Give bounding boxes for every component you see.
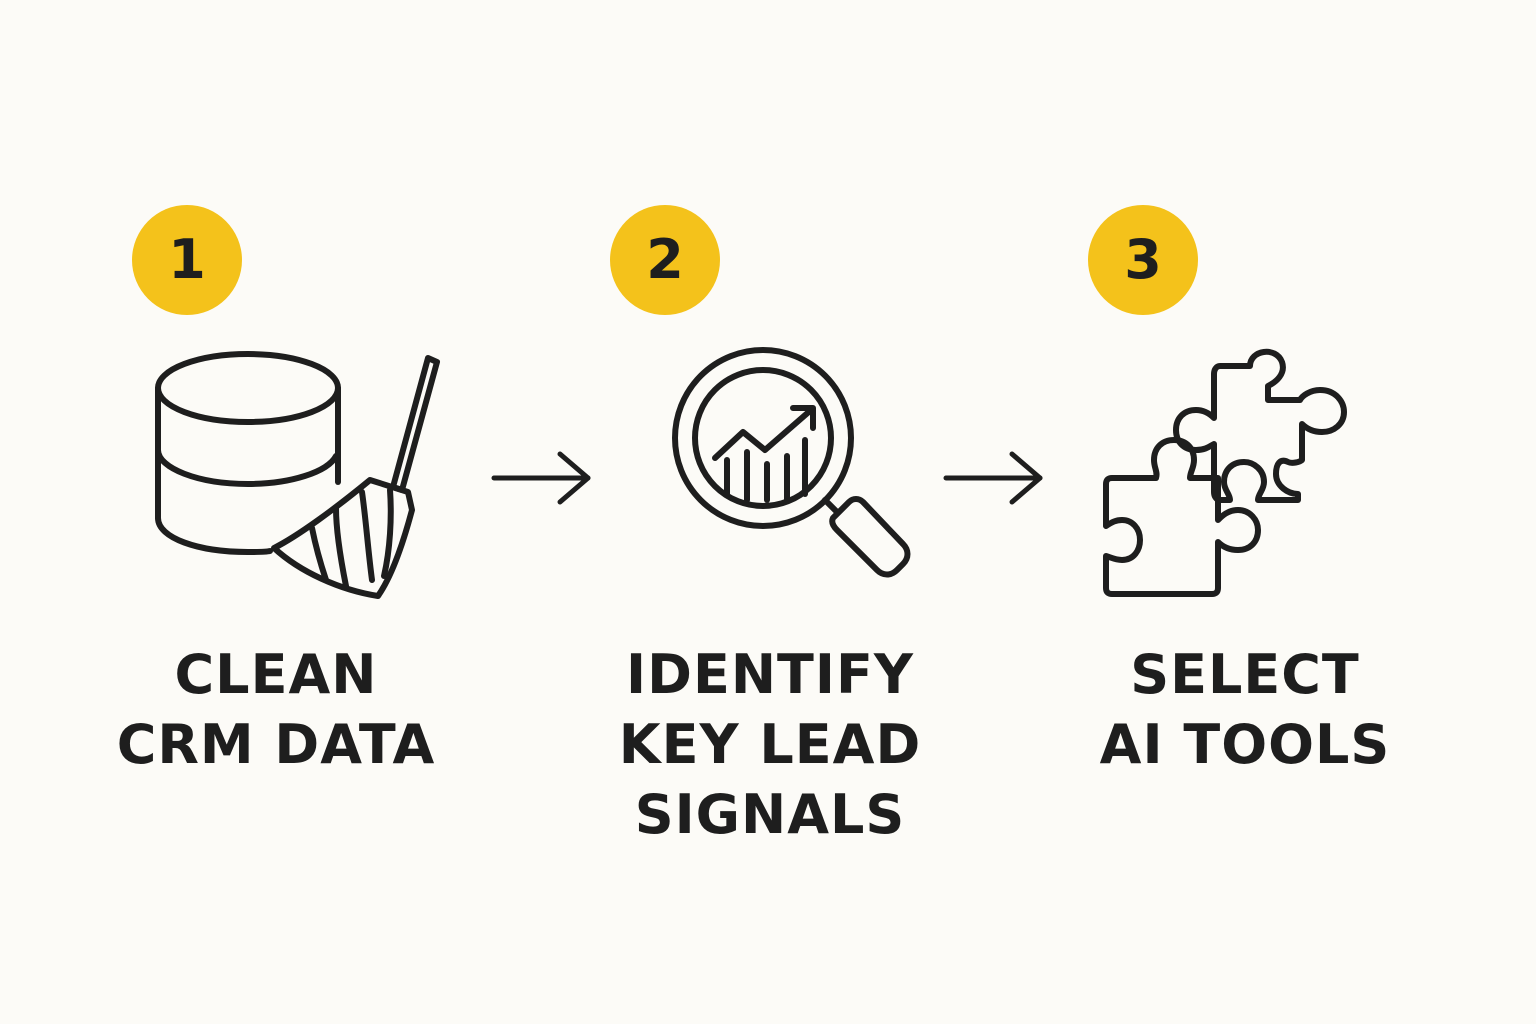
step-2-label: IDENTIFY KEY LEAD SIGNALS xyxy=(580,640,960,850)
step-1-number: 1 xyxy=(168,228,206,291)
step-3-number: 3 xyxy=(1124,228,1162,291)
step-1-badge: 1 xyxy=(132,205,242,315)
step-1-label: CLEAN CRM DATA xyxy=(96,640,456,780)
step-3-badge: 3 xyxy=(1088,205,1198,315)
step-3-label: SELECT AI TOOLS xyxy=(1060,640,1430,780)
step-2-label-line-2: KEY LEAD xyxy=(618,713,922,776)
step-2-label-line-1: IDENTIFY xyxy=(626,643,914,706)
arrow-right-icon xyxy=(942,448,1052,512)
step-3-label-line-2: AI TOOLS xyxy=(1099,713,1391,776)
arrow-right-icon xyxy=(490,448,600,512)
step-2-label-line-3: SIGNALS xyxy=(634,783,906,846)
step-3-label-line-1: SELECT xyxy=(1130,643,1360,706)
magnifier-chart-icon xyxy=(665,340,925,600)
step-1-label-line-1: CLEAN xyxy=(174,643,378,706)
step-1-label-line-2: CRM DATA xyxy=(116,713,436,776)
step-2-badge: 2 xyxy=(610,205,720,315)
database-broom-icon xyxy=(140,340,460,610)
step-2-number: 2 xyxy=(646,228,684,291)
puzzle-pieces-icon xyxy=(1100,349,1390,610)
